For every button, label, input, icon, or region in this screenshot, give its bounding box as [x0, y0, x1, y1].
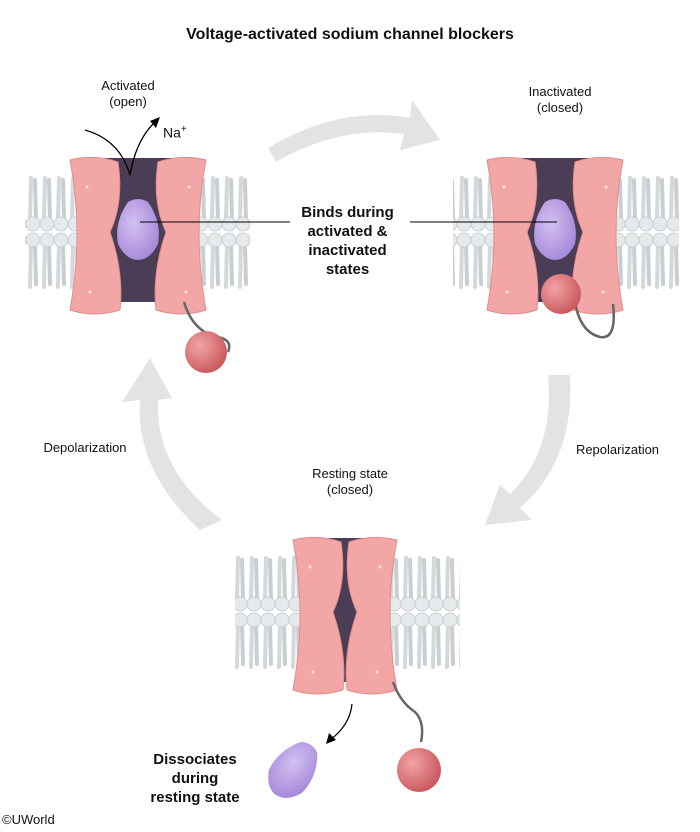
label-resting: Resting state (closed): [312, 466, 388, 497]
diagram-title: Voltage-activated sodium channel blocker…: [186, 26, 514, 43]
channel-resting: [235, 536, 460, 792]
label-inactivated: Inactivated (closed): [528, 84, 592, 115]
dissociation-note: Dissociates during resting state: [150, 751, 240, 806]
label-depolarization: Depolarization: [43, 440, 127, 455]
copyright: ©UWorld: [2, 812, 55, 827]
na-flow-arrow: [84, 121, 156, 176]
channel-inactivated: [453, 156, 679, 339]
arrow-right: [485, 375, 571, 525]
label-activated: Activated (open): [101, 78, 155, 109]
arrow-top: [268, 100, 440, 162]
binding-note: Binds during activated & inactivated sta…: [301, 204, 394, 278]
channel-activated: [25, 156, 250, 373]
ion-label: Na+: [163, 122, 187, 141]
dissociation-arrow: [329, 703, 353, 741]
tether: [573, 301, 615, 339]
cycle-arrows: [122, 100, 571, 530]
inactivation-ball: [185, 331, 227, 373]
arrow-left: [122, 358, 222, 530]
inactivation-ball: [397, 748, 441, 792]
drug: [117, 199, 159, 260]
inactivation-ball: [541, 274, 581, 314]
drug: [534, 199, 576, 260]
ion-symbol: Na: [163, 124, 181, 141]
dissociated-drug: [268, 741, 318, 798]
ion-charge: +: [180, 124, 187, 135]
tether: [391, 681, 424, 743]
label-repolarization: Repolarization: [575, 442, 660, 457]
